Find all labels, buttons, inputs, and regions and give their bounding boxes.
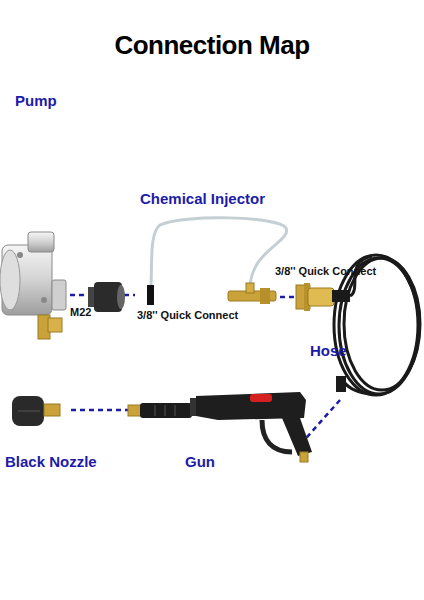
- quick-connect-coupler: [296, 283, 334, 311]
- injector-illustration: [147, 218, 287, 305]
- component-group: Pump: [0, 90, 70, 345]
- part-label: 3/8'' Quick Connect: [137, 309, 238, 322]
- component-group: Gun: [130, 385, 300, 475]
- part-label: M22: [70, 306, 91, 319]
- diagram-title: Connection Map: [0, 28, 424, 62]
- component-group: Chemical Injector: [135, 188, 280, 310]
- component-heading: Gun: [185, 453, 215, 471]
- gun-illustration: [128, 392, 312, 462]
- component-group: Black Nozzle: [0, 385, 70, 475]
- component-heading: Hose: [310, 342, 347, 360]
- nozzle-illustration: [12, 396, 60, 426]
- dashed-connector: [70, 409, 130, 412]
- part-label: 3/8'' Quick Connect: [275, 265, 376, 278]
- component-heading: Pump: [15, 92, 57, 110]
- pump-illustration: [0, 232, 66, 339]
- component-heading: Chemical Injector: [140, 190, 265, 208]
- component-heading: Black Nozzle: [5, 453, 97, 471]
- m22-adapter: [88, 282, 125, 312]
